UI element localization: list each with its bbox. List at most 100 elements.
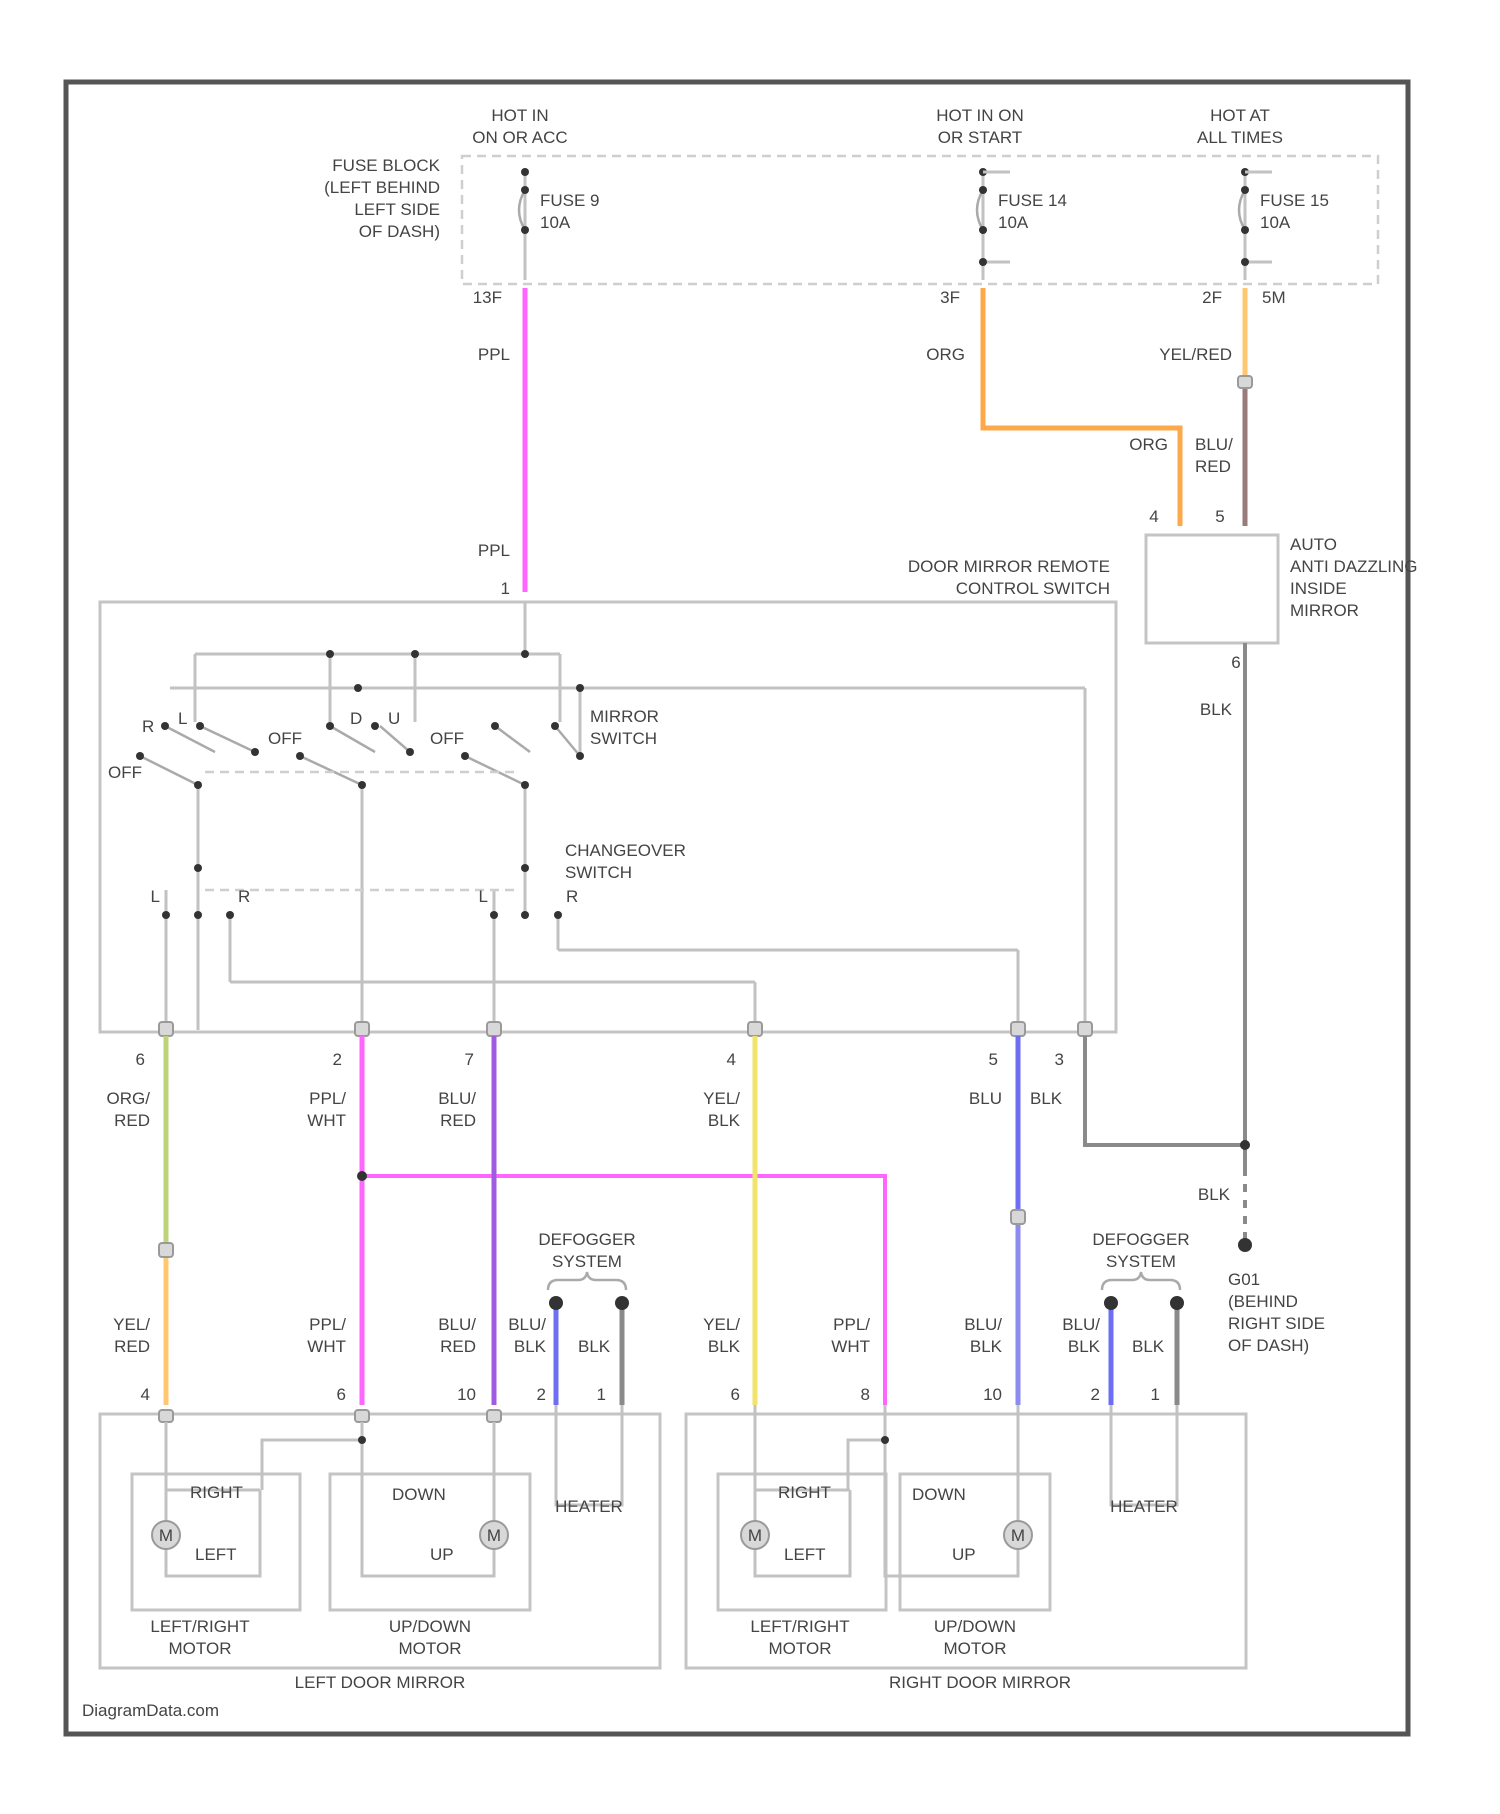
left-door-mirror: 4 6 10 2 1 M M RIGHT LEFT DOWN UP HEATER… bbox=[100, 1385, 660, 1692]
wire-label-blu-blk-left: BLU/ BLK bbox=[508, 1315, 546, 1356]
wire-label-ppl-wht-left: PPL/ WHT bbox=[307, 1315, 346, 1356]
wire-label-blu-red: BLU/ RED bbox=[1195, 435, 1233, 476]
svg-text:ORG/: ORG/ bbox=[107, 1089, 151, 1108]
svg-text:RIGHT: RIGHT bbox=[778, 1483, 831, 1502]
wire-label-blk-2: BLK bbox=[1030, 1089, 1063, 1108]
svg-text:ON OR ACC: ON OR ACC bbox=[472, 128, 567, 147]
switch-connectors bbox=[159, 1022, 1092, 1036]
splice-ppl bbox=[357, 1171, 367, 1181]
pin-5m: 5M bbox=[1262, 288, 1286, 307]
wire-label-blu-blk-right: BLU/ BLK bbox=[964, 1315, 1002, 1356]
svg-text:MOTOR: MOTOR bbox=[944, 1639, 1007, 1658]
svg-text:WHT: WHT bbox=[307, 1111, 346, 1130]
wire-blk-switch bbox=[1085, 1036, 1245, 1145]
svg-text:DOWN: DOWN bbox=[392, 1485, 446, 1504]
header-hot-all: HOT AT ALL TIMES bbox=[1197, 106, 1283, 147]
right-door-mirror: 6 8 10 2 1 M M RIGHT LEFT DOWN UP HEATER… bbox=[686, 1385, 1246, 1692]
svg-text:YEL/: YEL/ bbox=[703, 1315, 740, 1334]
wire-label-org-red: ORG/ RED bbox=[107, 1089, 151, 1130]
fuse-9: FUSE 9 10A bbox=[519, 168, 600, 280]
wire-label-yel-blk-right: YEL/ BLK bbox=[703, 1315, 741, 1356]
off-label-1: OFF bbox=[108, 763, 142, 782]
connector-inline-2 bbox=[159, 1243, 173, 1257]
switch-pin-3: 3 bbox=[1055, 1050, 1064, 1069]
svg-text:OF DASH): OF DASH) bbox=[1228, 1336, 1309, 1355]
svg-text:BLK: BLK bbox=[1068, 1337, 1101, 1356]
fuse-14: FUSE 14 10A bbox=[977, 168, 1067, 280]
ground-point bbox=[1238, 1238, 1252, 1252]
ground-label: G01 (BEHIND RIGHT SIDE OF DASH) bbox=[1228, 1270, 1325, 1355]
svg-text:10: 10 bbox=[983, 1385, 1002, 1404]
svg-text:PPL/: PPL/ bbox=[833, 1315, 870, 1334]
svg-text:M: M bbox=[1011, 1526, 1025, 1545]
svg-text:SWITCH: SWITCH bbox=[590, 729, 657, 748]
mirror-switch-label: MIRROR SWITCH bbox=[590, 707, 659, 748]
svg-text:BLK: BLK bbox=[708, 1111, 741, 1130]
sw-label-r: R bbox=[142, 717, 154, 736]
svg-text:MIRROR: MIRROR bbox=[1290, 601, 1359, 620]
svg-text:SYSTEM: SYSTEM bbox=[1106, 1252, 1176, 1271]
svg-text:ANTI DAZZLING: ANTI DAZZLING bbox=[1290, 557, 1418, 576]
pin-2f: 2F bbox=[1202, 288, 1222, 307]
svg-text:SYSTEM: SYSTEM bbox=[552, 1252, 622, 1271]
svg-text:BLK: BLK bbox=[970, 1337, 1003, 1356]
svg-text:UP: UP bbox=[430, 1545, 454, 1564]
svg-text:RED: RED bbox=[1195, 457, 1231, 476]
off-label-2: OFF bbox=[268, 729, 302, 748]
svg-text:BLK: BLK bbox=[514, 1337, 547, 1356]
svg-text:RED: RED bbox=[114, 1337, 150, 1356]
wire-label-yel-blk: YEL/ BLK bbox=[703, 1089, 741, 1130]
svg-text:BLU/: BLU/ bbox=[1195, 435, 1233, 454]
svg-text:2: 2 bbox=[537, 1385, 546, 1404]
svg-text:(LEFT BEHIND: (LEFT BEHIND bbox=[324, 178, 440, 197]
svg-text:MIRROR: MIRROR bbox=[590, 707, 659, 726]
header-hot-on: HOT IN ON OR START bbox=[936, 106, 1024, 147]
svg-text:BLU/: BLU/ bbox=[438, 1089, 476, 1108]
svg-text:UP/DOWN: UP/DOWN bbox=[389, 1617, 471, 1636]
svg-text:10A: 10A bbox=[540, 213, 571, 232]
svg-text:M: M bbox=[748, 1526, 762, 1545]
svg-text:AUTO: AUTO bbox=[1290, 535, 1337, 554]
svg-text:FUSE BLOCK: FUSE BLOCK bbox=[332, 156, 440, 175]
watermark: DiagramData.com bbox=[82, 1701, 219, 1720]
wire-label-blu-blk-right-2: BLU/ BLK bbox=[1062, 1315, 1100, 1356]
svg-text:LEFT SIDE: LEFT SIDE bbox=[354, 200, 440, 219]
svg-text:10A: 10A bbox=[998, 213, 1029, 232]
svg-text:DEFOGGER: DEFOGGER bbox=[1092, 1230, 1189, 1249]
mirror-pin-4: 4 bbox=[1149, 507, 1158, 526]
defogger-left: DEFOGGER SYSTEM bbox=[538, 1230, 635, 1405]
wire-label-org: ORG bbox=[926, 345, 965, 364]
wire-label-yel-red-left: YEL/ RED bbox=[113, 1315, 150, 1356]
switch-internal-wiring bbox=[166, 602, 1085, 1030]
sw-label-l: L bbox=[178, 709, 187, 728]
svg-text:8: 8 bbox=[861, 1385, 870, 1404]
svg-text:BLU/: BLU/ bbox=[508, 1315, 546, 1334]
svg-text:WHT: WHT bbox=[831, 1337, 870, 1356]
svg-text:BLU/: BLU/ bbox=[964, 1315, 1002, 1334]
remote-switch-box bbox=[100, 602, 1116, 1032]
svg-text:HOT IN ON: HOT IN ON bbox=[936, 106, 1024, 125]
svg-text:PPL/: PPL/ bbox=[309, 1315, 346, 1334]
svg-text:UP: UP bbox=[952, 1545, 976, 1564]
svg-text:ALL TIMES: ALL TIMES bbox=[1197, 128, 1283, 147]
wire-label-blk-right: BLK bbox=[1132, 1337, 1165, 1356]
pin-3f: 3F bbox=[940, 288, 960, 307]
svg-text:OR START: OR START bbox=[938, 128, 1022, 147]
wire-label-blk-gnd: BLK bbox=[1198, 1185, 1231, 1204]
svg-text:G01: G01 bbox=[1228, 1270, 1260, 1289]
svg-text:UP/DOWN: UP/DOWN bbox=[934, 1617, 1016, 1636]
svg-text:FUSE 14: FUSE 14 bbox=[998, 191, 1067, 210]
remote-switch-title: DOOR MIRROR REMOTE CONTROL SWITCH bbox=[908, 557, 1110, 598]
svg-text:DEFOGGER: DEFOGGER bbox=[538, 1230, 635, 1249]
wire-label-blk-left: BLK bbox=[578, 1337, 611, 1356]
svg-text:BLU/: BLU/ bbox=[1062, 1315, 1100, 1334]
svg-text:6: 6 bbox=[731, 1385, 740, 1404]
changeover-switch-label: CHANGEOVER SWITCH bbox=[565, 841, 686, 882]
wire-label-blk: BLK bbox=[1200, 700, 1233, 719]
splice-ground bbox=[1240, 1140, 1250, 1150]
connector-inline-1 bbox=[1238, 376, 1252, 388]
co-label-l1: L bbox=[151, 887, 160, 906]
svg-text:DOWN: DOWN bbox=[912, 1485, 966, 1504]
svg-text:1: 1 bbox=[1151, 1385, 1160, 1404]
